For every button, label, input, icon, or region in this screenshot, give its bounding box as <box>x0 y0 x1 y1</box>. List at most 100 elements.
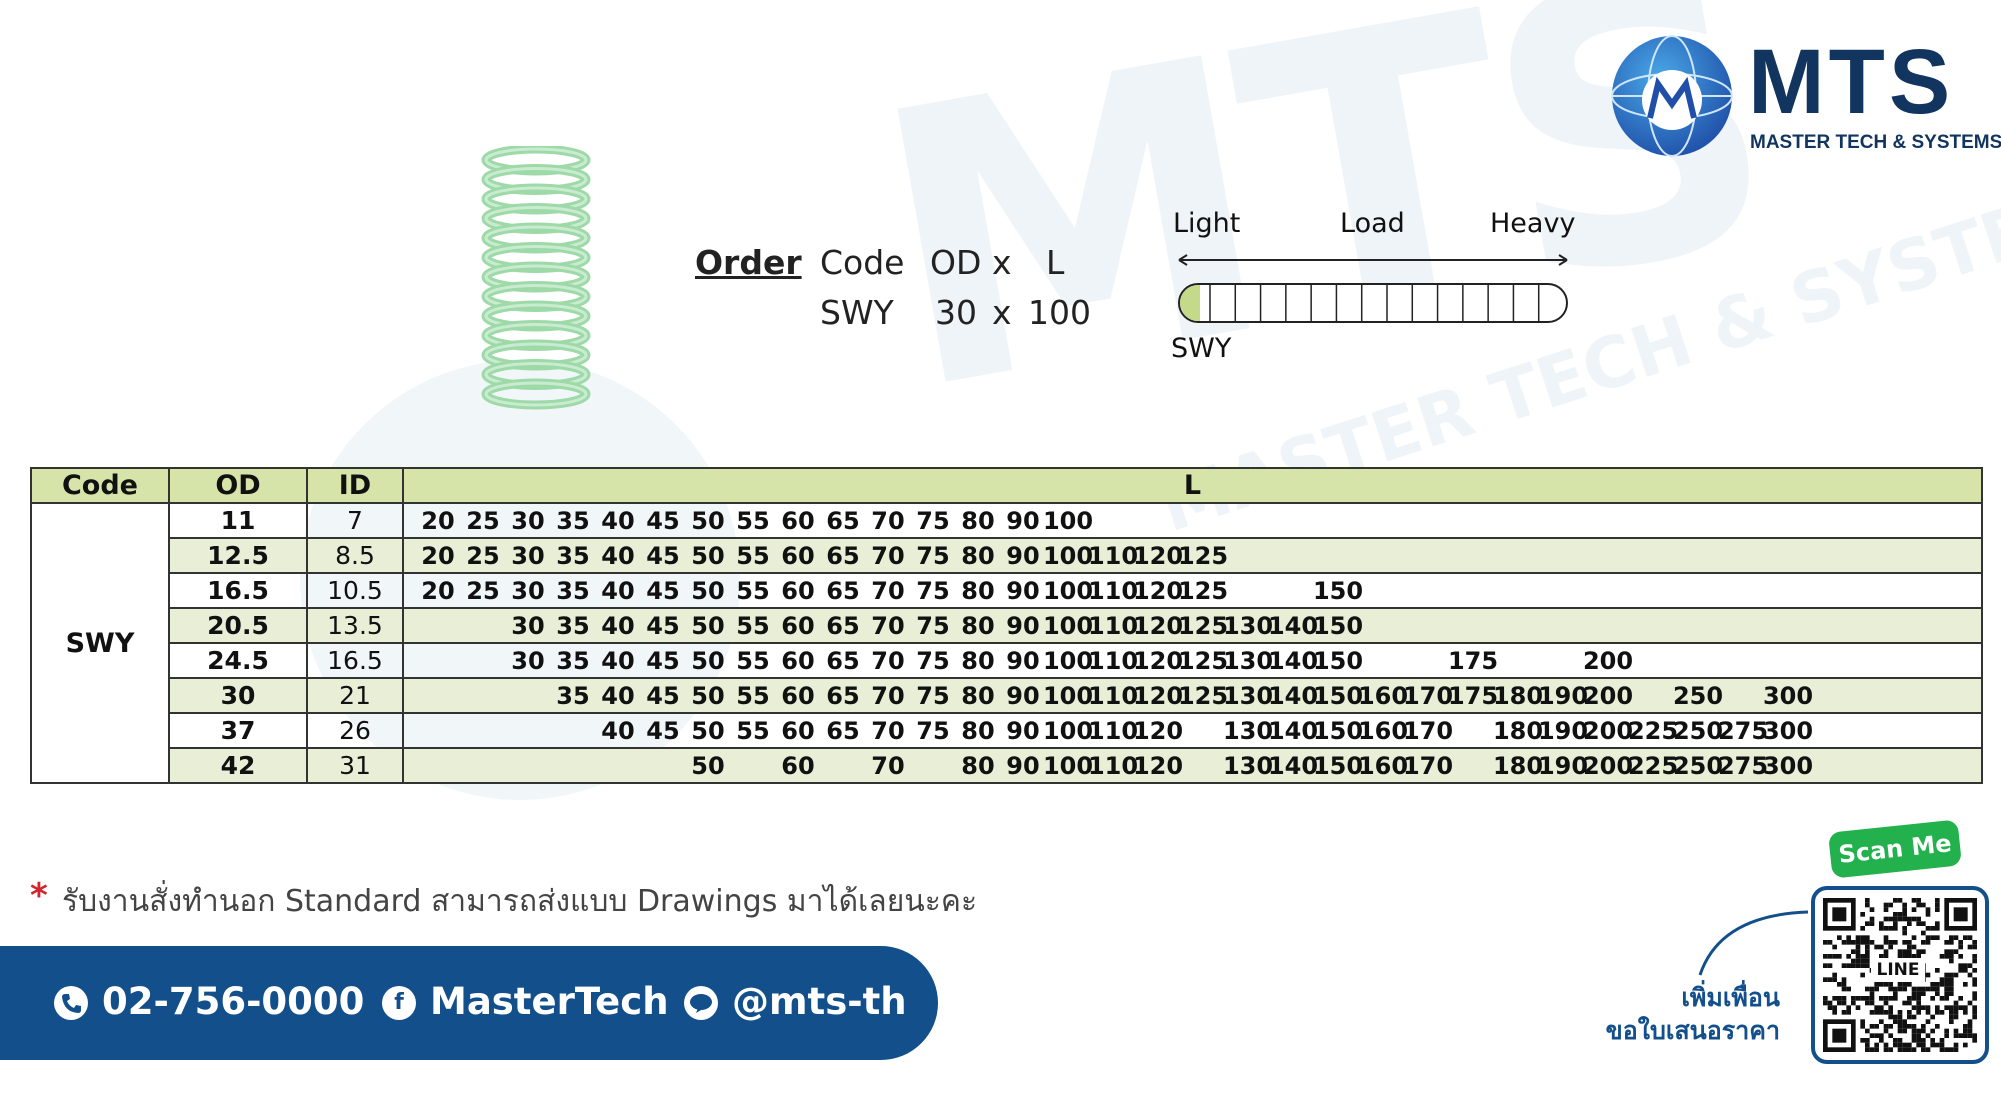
qr-module <box>1916 1000 1921 1006</box>
qr-module <box>1949 1047 1954 1052</box>
qr-module <box>1921 986 1926 992</box>
qr-module <box>1860 940 1865 945</box>
qr-code-frame[interactable]: LINE <box>1811 886 1989 1064</box>
qr-module <box>1893 996 1898 1001</box>
qr-module <box>1939 1047 1945 1052</box>
qr-module <box>1897 1024 1903 1029</box>
length-value: 30 <box>511 577 545 605</box>
qr-module <box>1883 1000 1889 1006</box>
length-value: 55 <box>736 647 770 675</box>
line-id-link[interactable]: @mts-th <box>732 980 907 1023</box>
qr-module <box>1869 1033 1875 1038</box>
length-value: 275 <box>1717 717 1769 745</box>
qr-module <box>1972 996 1977 1001</box>
qr-module <box>1907 1042 1912 1048</box>
logo-wordmark: MTS <box>1748 31 1955 133</box>
qr-module <box>1869 1000 1875 1006</box>
qr-module <box>1883 982 1889 987</box>
order-header-od: OD <box>930 243 982 282</box>
length-value: 40 <box>601 542 635 570</box>
qr-module <box>1879 1033 1884 1038</box>
qr-module <box>1944 1033 1949 1038</box>
qr-module <box>1879 1038 1884 1043</box>
qr-module <box>1925 1033 1931 1038</box>
qr-module <box>1949 954 1954 959</box>
qr-module <box>1865 1047 1870 1052</box>
cell-id: 26 <box>306 712 404 749</box>
qr-module <box>1827 963 1833 968</box>
length-value: 125 <box>1177 647 1229 675</box>
qr-module <box>1832 1010 1837 1015</box>
order-example-od: 30 <box>935 293 977 332</box>
qr-module <box>1925 1010 1931 1015</box>
length-value: 55 <box>736 542 770 570</box>
qr-module <box>1958 1005 1963 1010</box>
qr-module <box>1949 991 1954 996</box>
qr-module <box>1963 968 1968 973</box>
qr-module <box>1874 1042 1879 1048</box>
qr-module <box>1865 921 1870 926</box>
length-value: 140 <box>1267 717 1319 745</box>
qr-module <box>1874 1033 1879 1038</box>
qr-module <box>1916 949 1921 954</box>
length-value: 50 <box>691 612 725 640</box>
qr-module <box>1958 963 1963 968</box>
length-value: 50 <box>691 682 725 710</box>
qr-module <box>1865 1028 1870 1034</box>
qr-module <box>1883 1028 1889 1034</box>
qr-module <box>1949 1019 1954 1024</box>
length-value: 90 <box>1006 647 1040 675</box>
length-value: 70 <box>871 612 905 640</box>
qr-module <box>1921 940 1926 945</box>
qr-module <box>1935 991 1940 996</box>
qr-module <box>1851 1000 1856 1006</box>
length-value: 75 <box>916 507 950 535</box>
qr-module <box>1925 1019 1931 1024</box>
length-value: 130 <box>1222 647 1274 675</box>
qr-module <box>1911 996 1917 1001</box>
qr-module <box>1953 1010 1959 1015</box>
qr-module <box>1874 1005 1879 1010</box>
phone-number[interactable]: 02-756-0000 <box>102 980 365 1023</box>
qr-module <box>1930 935 1935 940</box>
qr-module <box>1963 1042 1968 1048</box>
qr-module <box>1865 1000 1870 1006</box>
qr-module <box>1888 944 1893 950</box>
qr-module <box>1893 921 1898 926</box>
qr-module <box>1837 996 1842 1001</box>
qr-module <box>1860 996 1865 1001</box>
qr-module <box>1841 1000 1847 1006</box>
length-value: 80 <box>961 507 995 535</box>
qr-module <box>1916 996 1921 1001</box>
facebook-link[interactable]: MasterTech <box>430 980 669 1023</box>
qr-module <box>1930 1014 1935 1020</box>
length-value: 50 <box>691 542 725 570</box>
qr-module <box>1823 940 1828 945</box>
qr-module <box>1855 1005 1861 1010</box>
cell-od: 30 <box>168 677 308 714</box>
qr-module <box>1921 1028 1926 1034</box>
qr-module <box>1874 1047 1879 1052</box>
length-value: 130 <box>1222 612 1274 640</box>
length-value: 35 <box>556 542 590 570</box>
qr-module <box>1888 996 1893 1001</box>
length-value: 90 <box>1006 542 1040 570</box>
qr-module <box>1907 1014 1912 1020</box>
company-logo: MTS MASTER TECH & SYSTEMS <box>1610 30 2001 160</box>
qr-module <box>1907 916 1912 922</box>
qr-module <box>1832 954 1837 959</box>
facebook-icon: f <box>382 986 416 1020</box>
qr-module <box>1967 963 1973 968</box>
qr-finder <box>1953 907 1968 922</box>
qr-module <box>1944 982 1949 987</box>
order-example-l: 100 <box>1028 293 1091 332</box>
qr-module <box>1897 982 1903 987</box>
load-double-arrow <box>1178 254 1568 266</box>
order-example-x: x <box>992 293 1012 332</box>
qr-module <box>1902 954 1907 959</box>
